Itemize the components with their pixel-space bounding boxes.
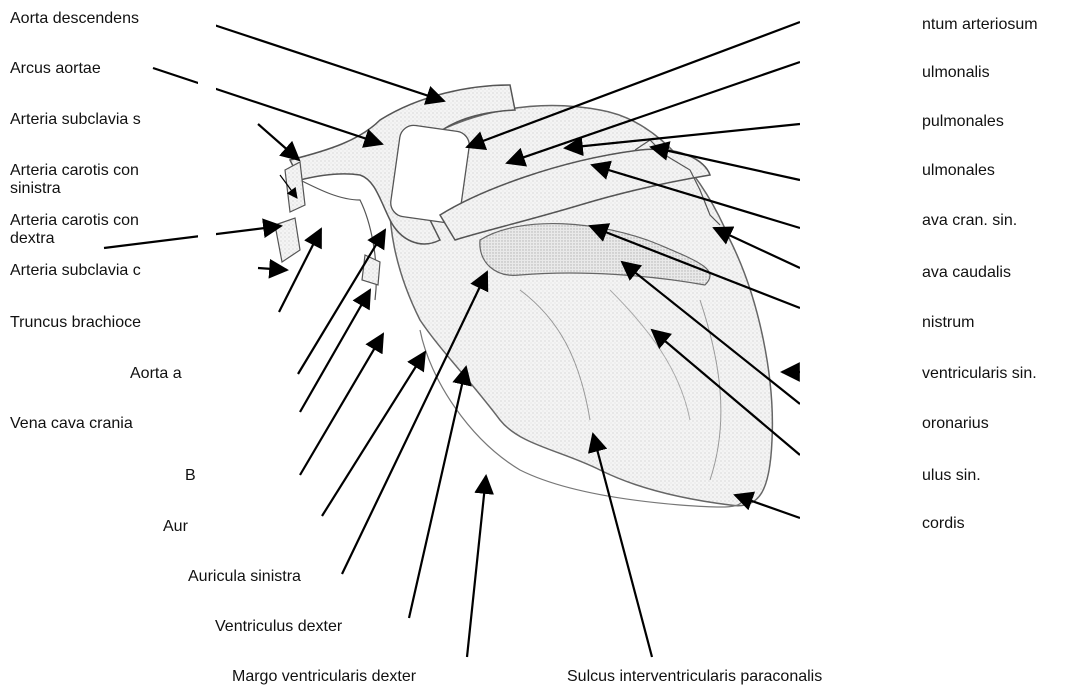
brachiocephalic-trunk-shape: [300, 180, 376, 300]
label-aorta-descendens: Aorta descendens: [10, 10, 139, 28]
label-ligamentum-arteriosum: ntum arteriosum: [922, 16, 1038, 34]
label-arteria-carotis-sin: Arteria carotis con: [10, 162, 139, 180]
label-aur: Aur: [163, 518, 188, 536]
label-arteria-carotis-dex: Arteria carotis con: [10, 212, 139, 230]
leader-apex: [735, 495, 800, 518]
right-carotid-stub: [275, 218, 300, 262]
label-aorta-ascendens: Aorta a: [130, 365, 182, 383]
leader-vena-cava-cran: [300, 290, 370, 412]
leader-margo-dexter: [467, 476, 486, 657]
leader-subclavia-sin: [258, 124, 299, 160]
label-margo-ventricularis-sin: ventricularis sin.: [922, 365, 1037, 383]
leader-subclavia-dex: [258, 268, 287, 270]
label-arteria-subclavia-sin: Arteria subclavia s: [10, 111, 141, 129]
leader-auricula-sin: [342, 272, 487, 574]
label-sulcus-interventricularis: Sulcus interventricularis paraconalis: [567, 668, 822, 686]
label-vena-cava-cran-sin: ava cran. sin.: [922, 212, 1017, 230]
label-arcus-aortae: Arcus aortae: [10, 60, 101, 78]
label-truncus-brachiocephalicus: Truncus brachioce: [10, 314, 141, 332]
label-b: B: [185, 467, 196, 485]
label-venae-pulmonales: ulmonales: [922, 162, 995, 180]
label-apex-cordis: cordis: [922, 515, 965, 533]
label-truncus-pulmonalis: ulmonalis: [922, 64, 990, 82]
label-vena-cava-cranialis: Vena cava crania: [10, 415, 133, 433]
label-sulcus-coronarius: oronarius: [922, 415, 989, 433]
label-auricula-sinistra: Auricula sinistra: [188, 568, 301, 586]
right-crop-mask: [800, 0, 916, 545]
label-arteriae-pulmonales: pulmonales: [922, 113, 1004, 131]
label-ventriculus-sin: ulus sin.: [922, 467, 981, 485]
label-arteria-subclavia-dex: Arteria subclavia c: [10, 262, 141, 280]
label-ventriculus-dexter: Ventriculus dexter: [215, 618, 342, 636]
cranial-vena-cava-stub: [362, 255, 380, 285]
label-margo-ventricularis-dexter: Margo ventricularis dexter: [232, 668, 416, 686]
label-sinistra: sinistra: [10, 180, 61, 198]
leader-aorta-descendens: [205, 22, 444, 101]
label-dextra: dextra: [10, 230, 54, 248]
label-atrium-sinistrum: nistrum: [922, 314, 974, 332]
leader-b: [300, 334, 383, 475]
leader-ventriculus-dexter: [409, 367, 466, 618]
label-vena-cava-caudalis: ava caudalis: [922, 264, 1011, 282]
left-crop-mask: [198, 0, 216, 480]
